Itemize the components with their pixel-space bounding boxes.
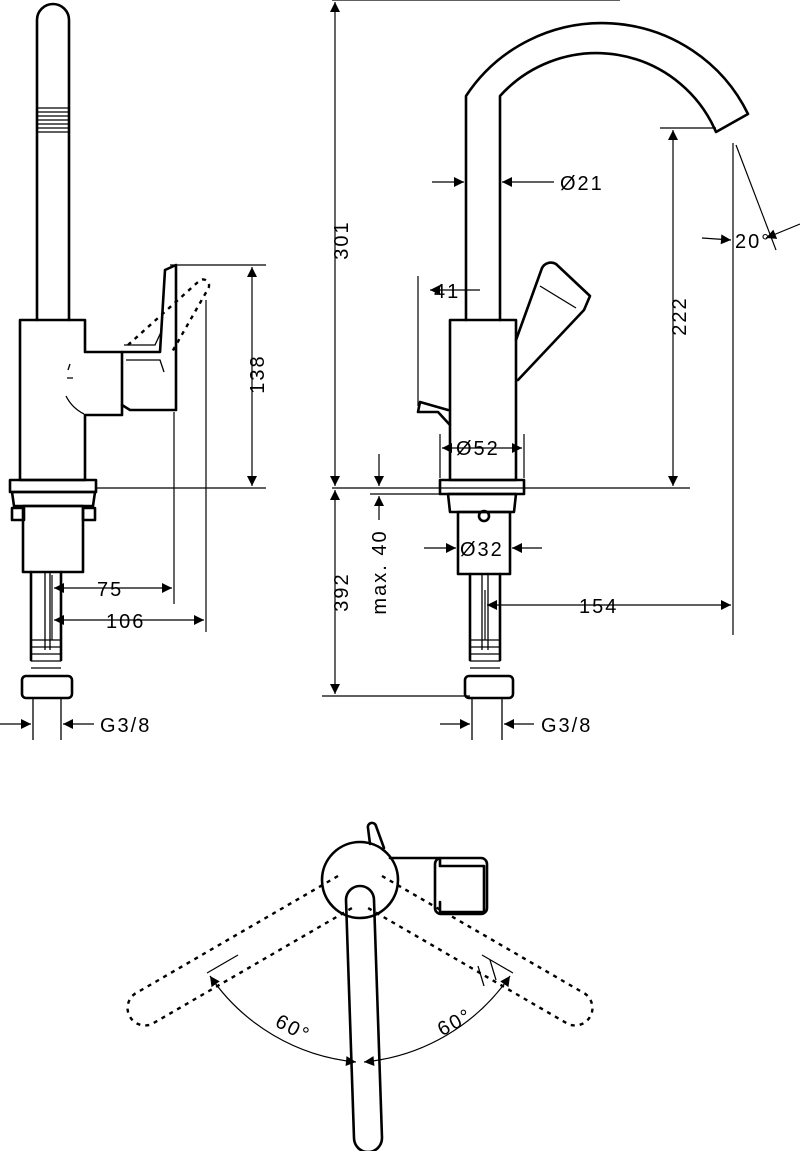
front-view xyxy=(416,21,750,740)
dim-label-diameter-32: Ø32 xyxy=(460,539,504,561)
dim-label-thread-left: G3/8 xyxy=(100,715,151,737)
side-body xyxy=(18,318,124,482)
side-body-marking xyxy=(65,363,85,415)
top-spout-base xyxy=(320,840,400,920)
dim-label-thread-right: G3/8 xyxy=(541,715,592,737)
side-aerator xyxy=(37,107,69,133)
side-shank xyxy=(21,504,85,574)
front-aerator-edge xyxy=(715,113,749,133)
side-lever-open-position xyxy=(127,278,211,353)
front-lever xyxy=(514,261,592,382)
swivel-arc-right xyxy=(363,975,511,1067)
front-base-plate xyxy=(438,478,526,496)
dim-label-diameter-21: Ø21 xyxy=(560,173,604,195)
dim-label-angle-20: 20° xyxy=(735,231,771,253)
front-spout xyxy=(464,21,750,322)
front-handle-clip xyxy=(416,400,452,427)
dim-label-41: 41 xyxy=(434,281,460,303)
dim-label-diameter-52: Ø52 xyxy=(456,438,500,460)
dim-label-301: 301 xyxy=(331,220,353,259)
dim-label-138: 138 xyxy=(247,354,269,393)
dim-label-75: 75 xyxy=(97,579,123,601)
dim-label-154: 154 xyxy=(579,596,618,618)
side-lever xyxy=(120,263,178,412)
dim-label-106: 106 xyxy=(106,611,145,633)
side-base-lower xyxy=(10,490,97,508)
side-base-plate xyxy=(8,478,98,494)
dim-label-222: 222 xyxy=(669,296,691,335)
side-hose-nut xyxy=(20,674,74,700)
top-lever-box xyxy=(433,856,489,916)
side-spout-tube xyxy=(35,2,71,322)
dim-label-swivel-right: 60° xyxy=(434,1004,476,1040)
front-hose-nut xyxy=(463,674,515,700)
dim-label-swivel-left: 60° xyxy=(272,1010,314,1046)
side-lever-inner xyxy=(124,329,165,373)
dimension-labels: 301 222 Ø21 20° 41 Ø52 138 Ø32 max. 40 3… xyxy=(97,173,771,1047)
dim-label-392: 392 xyxy=(331,572,353,611)
top-view xyxy=(126,821,594,1151)
top-spout-center xyxy=(344,884,384,1151)
front-base-lower xyxy=(446,492,518,514)
dim-label-max-40: max. 40 xyxy=(369,529,391,614)
top-spout-rotated-left xyxy=(126,874,353,1027)
top-lever-stub xyxy=(366,821,386,850)
swivel-arc-left xyxy=(209,975,357,1067)
top-lever-housing xyxy=(388,856,486,914)
top-spout-rotated-right xyxy=(367,874,594,1027)
dimension-lines xyxy=(0,0,800,1067)
